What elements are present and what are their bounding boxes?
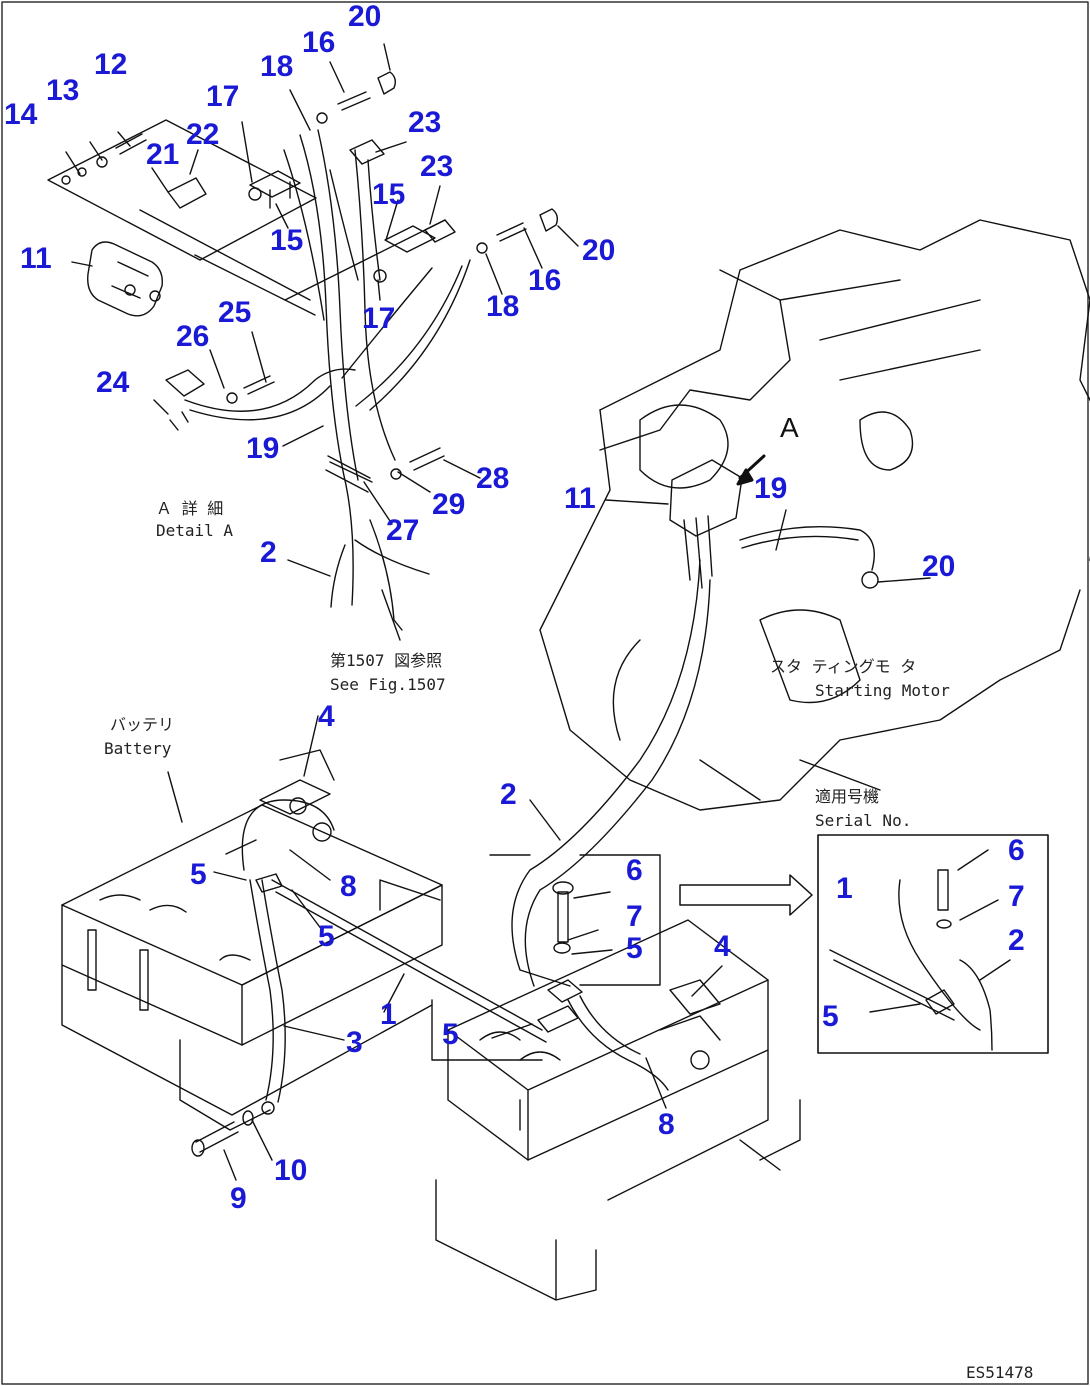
- callout-16: 16: [528, 264, 562, 297]
- engine-outline: [539, 219, 1090, 811]
- callout-20: 20: [922, 550, 956, 583]
- callout-19: 19: [754, 472, 788, 505]
- callout-27: 27: [386, 514, 420, 547]
- callout-8: 8: [340, 870, 357, 903]
- callout-14: 14: [4, 98, 38, 131]
- starting-motor-label-jp: スタ ティングモ タ: [770, 657, 917, 676]
- callout-19: 19: [246, 432, 280, 465]
- callout-2: 2: [1008, 924, 1025, 957]
- right-battery: [431, 881, 801, 1301]
- callout-10: 10: [274, 1154, 308, 1187]
- callout-26: 26: [176, 320, 210, 353]
- callout-5: 5: [318, 920, 335, 953]
- callout-24: 24: [96, 366, 130, 399]
- callout-25: 25: [218, 296, 252, 329]
- callout-6: 6: [626, 854, 643, 887]
- battery-label-en: Battery: [104, 739, 172, 758]
- callout-23: 23: [408, 106, 442, 139]
- callout-1: 1: [836, 872, 853, 905]
- battery-label-jp: バッテリ: [110, 715, 175, 734]
- callout-17: 17: [206, 80, 240, 113]
- callout-20: 20: [348, 0, 382, 33]
- figure-code: ES51478: [966, 1363, 1034, 1382]
- callout-11: 11: [20, 242, 52, 275]
- serial-label-jp: 適用号機: [815, 787, 880, 806]
- callout-11: 11: [564, 482, 596, 515]
- see-fig-label-en: See Fig.1507: [330, 675, 446, 694]
- detail-a-label-jp: Ａ 詳 細: [156, 499, 224, 518]
- detail-a-assembly: [47, 43, 579, 641]
- callout-2: 2: [500, 778, 517, 811]
- callout-5: 5: [626, 932, 643, 965]
- callout-2: 2: [260, 536, 277, 569]
- battery-cable-2: [489, 559, 711, 987]
- serial-label-en: Serial No.: [815, 811, 912, 830]
- callout-15: 15: [372, 178, 406, 211]
- callout-5: 5: [822, 1000, 839, 1033]
- callout-5: 5: [442, 1018, 459, 1051]
- callout-22: 22: [186, 118, 220, 151]
- callout-7: 7: [1008, 880, 1025, 913]
- callout-28: 28: [476, 462, 510, 495]
- callout-4: 4: [714, 930, 731, 963]
- callout-1: 1: [380, 998, 397, 1031]
- callout-6: 6: [1008, 834, 1025, 867]
- callout-13: 13: [46, 74, 80, 107]
- serial-inset: [817, 834, 1049, 1054]
- callout-9: 9: [230, 1182, 247, 1215]
- callout-20: 20: [582, 234, 616, 267]
- left-battery: [61, 715, 547, 1181]
- callout-4: 4: [318, 700, 335, 733]
- callout-17: 17: [362, 302, 396, 335]
- starting-motor-label-en: Starting Motor: [815, 681, 950, 700]
- callout-18: 18: [260, 50, 294, 83]
- see-fig-label-jp: 第1507 図参照: [330, 651, 443, 670]
- callout-16: 16: [302, 26, 336, 59]
- view-a-label: A: [780, 412, 799, 443]
- detail-a-label-en: Detail A: [156, 521, 234, 540]
- callout-15: 15: [270, 224, 304, 257]
- callout-29: 29: [432, 488, 466, 521]
- callout-8: 8: [658, 1108, 675, 1141]
- callout-3: 3: [346, 1026, 363, 1059]
- callout-5: 5: [190, 858, 207, 891]
- callout-23: 23: [420, 150, 454, 183]
- callout-7: 7: [626, 900, 643, 933]
- callout-21: 21: [146, 138, 180, 171]
- callout-12: 12: [94, 48, 128, 81]
- callout-18: 18: [486, 290, 520, 323]
